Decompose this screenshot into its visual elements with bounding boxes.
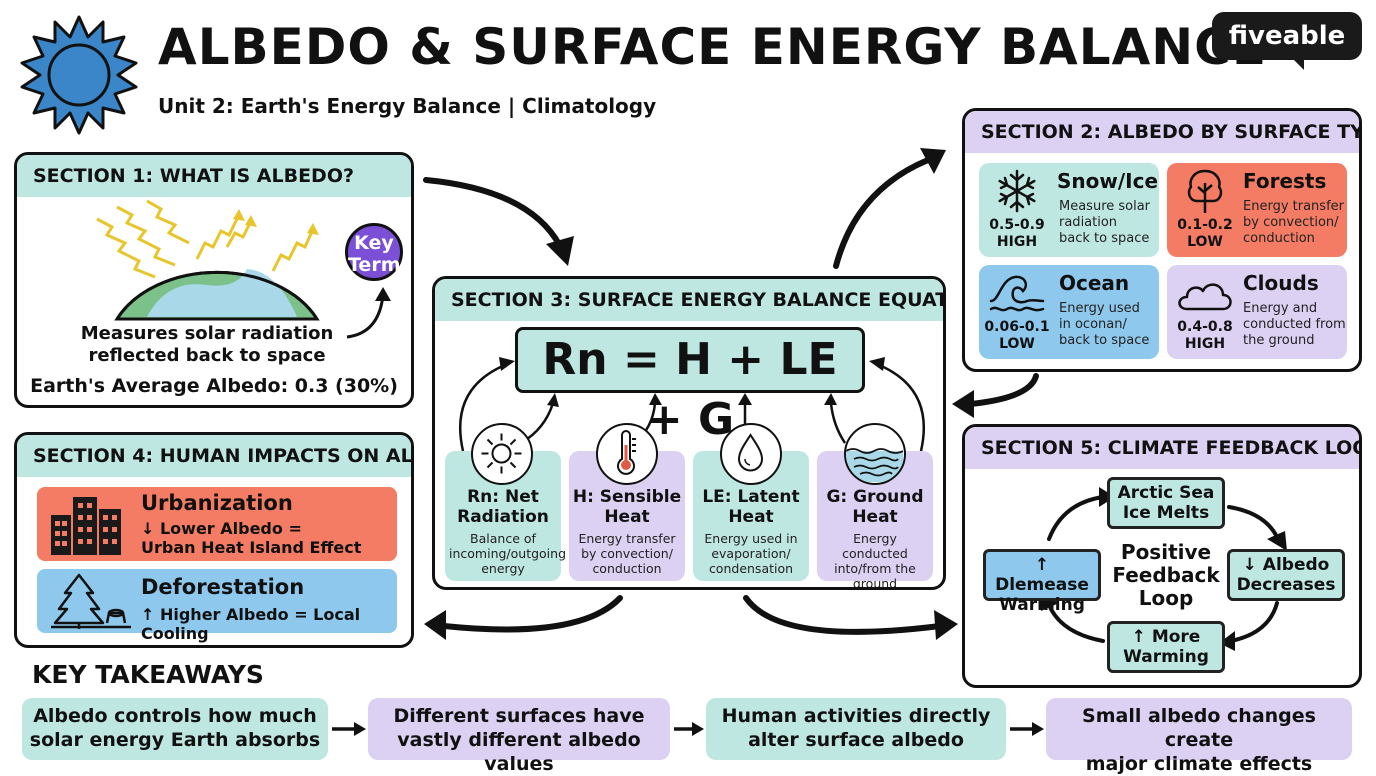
feedback-cycle-arrows-icon: [1041, 487, 1287, 651]
component-title-le: LE: Latent Heat: [702, 487, 800, 527]
impact-desc-deforestation: ↑ Higher Albedo = Local Cooling: [141, 605, 361, 643]
city-buildings-icon: [51, 497, 121, 555]
tile-desc-forests: Energy transfer by convection/ conductio…: [1243, 199, 1344, 246]
range-snow-ice: 0.5-0.9 HIGH: [989, 217, 1045, 250]
thermometer-icon: [596, 423, 658, 485]
component-title-rn: Rn: Net Radiation: [457, 487, 549, 527]
takeaway-1: Albedo controls how much solar energy Ea…: [22, 698, 328, 760]
range-forests: 0.1-0.2 LOW: [1177, 217, 1233, 250]
component-sensible-heat: H: Sensible Heat Energy transfer by conv…: [569, 451, 685, 581]
component-desc-g: Energy conducted into/from the ground: [834, 531, 916, 590]
impact-urbanization: Urbanization ↓ Lower Albedo = Urban Heat…: [37, 487, 397, 561]
tile-desc-clouds: Energy and conducted from the ground: [1243, 301, 1346, 348]
feedback-node-increase-warming: ↑ Dlemease Warming: [983, 549, 1101, 615]
section4-title: SECTION 4: HUMAN IMPACTS ON ALBEDO: [17, 435, 411, 477]
cloud-icon: [1178, 283, 1232, 311]
section5-card: SECTION 5: CLIMATE FEEDBACK LOOPS Arctic…: [962, 424, 1362, 688]
earth-average-albedo: Earth's Average Albedo: 0.3 (30%): [30, 375, 398, 397]
impact-desc-urbanization: ↓ Lower Albedo = Urban Heat Island Effec…: [141, 519, 362, 557]
component-desc-le: Energy used in evaporation/ condensation: [704, 531, 798, 576]
surface-tile-ocean: 0.06-0.1 LOW Ocean Energy used in oconan…: [979, 265, 1159, 359]
tile-desc-snow-ice: Measure solar radiation back to space: [1059, 199, 1151, 246]
section1-title: SECTION 1: WHAT IS ALBEDO?: [17, 155, 411, 197]
feedback-node-ice-melts: Arctic Sea Ice Melts: [1107, 477, 1225, 529]
component-desc-rn: Balance of incoming/outgoing energy: [449, 531, 567, 576]
albedo-definition: Measures solar radiation reflected back …: [80, 323, 334, 366]
page-title: ALBEDO & SURFACE ENERGY BALANCE: [158, 18, 1268, 76]
surface-tile-forests: 0.1-0.2 LOW Forests Energy transfer by c…: [1167, 163, 1347, 257]
fiveable-logo[interactable]: fiveable: [1212, 12, 1362, 60]
energy-balance-equation: Rn = H + LE + G: [515, 327, 865, 445]
surface-tile-snow-ice: 0.5-0.9 HIGH Snow/Ice Measure solar radi…: [979, 163, 1159, 257]
logo-tail-shape: [1290, 56, 1304, 70]
page-subtitle: Unit 2: Earth's Energy Balance | Climato…: [158, 94, 657, 118]
section4-card: SECTION 4: HUMAN IMPACTS ON ALBEDO Urban…: [14, 432, 414, 648]
range-clouds: 0.4-0.8 HIGH: [1177, 319, 1233, 352]
impact-deforestation: Deforestation ↑ Higher Albedo = Local Co…: [37, 569, 397, 643]
takeaway-4: Small albedo changes create major climat…: [1046, 698, 1352, 775]
section3-title: SECTION 3: SURFACE ENERGY BALANCE EQUATI…: [435, 279, 943, 321]
tile-title-clouds: Clouds: [1243, 271, 1319, 295]
section2-card: SECTION 2: ALBEDO BY SURFACE TYPE 0.5-0.…: [962, 108, 1362, 372]
surface-tile-clouds: 0.4-0.8 HIGH Clouds Energy and conducted…: [1167, 265, 1347, 359]
section3-card: SECTION 3: SURFACE ENERGY BALANCE EQUATI…: [432, 276, 946, 590]
ground-water-icon: [844, 423, 906, 485]
component-title-g: G: Ground Heat: [826, 487, 924, 527]
key-term-badge: Key Term: [345, 223, 403, 281]
snowflake-icon: [998, 169, 1036, 213]
tree-icon: [1187, 169, 1223, 213]
wave-icon: [989, 275, 1045, 312]
sun-logo-icon: [20, 15, 138, 135]
tile-title-ocean: Ocean: [1059, 271, 1130, 295]
badge-arrow-icon: [346, 287, 391, 339]
component-desc-h: Energy transfer by convection/ conductio…: [578, 531, 676, 576]
component-title-h: H: Sensible Heat: [572, 487, 682, 527]
section5-title: SECTION 5: CLIMATE FEEDBACK LOOPS: [965, 427, 1359, 469]
takeaways-title: KEY TAKEAWAYS: [32, 660, 264, 689]
feedback-node-albedo-decreases: ↓ Albedo Decreases: [1227, 549, 1345, 601]
sun-icon: [471, 423, 533, 485]
takeaway-2: Different surfaces have vastly different…: [368, 698, 670, 775]
impact-title-deforestation: Deforestation: [141, 575, 305, 599]
impact-title-urbanization: Urbanization: [141, 491, 293, 515]
takeaway-3: Human activities directly alter surface …: [706, 698, 1006, 760]
feedback-center-label: Positive Feedback Loop: [1112, 540, 1220, 610]
tile-desc-ocean: Energy used in oconan/ back to space: [1059, 301, 1150, 348]
feedback-node-more-warming: ↑ More Warming: [1107, 621, 1225, 673]
range-ocean: 0.06-0.1 LOW: [984, 319, 1050, 352]
earth-reflection-icon: [96, 199, 320, 321]
component-latent-heat: LE: Latent Heat Energy used in evaporati…: [693, 451, 809, 581]
tree-stump-icon: [51, 573, 131, 629]
droplet-icon: [720, 423, 782, 485]
takeaway-arrows-icon: [332, 722, 1044, 736]
section2-title: SECTION 2: ALBEDO BY SURFACE TYPE: [965, 111, 1359, 153]
section1-card: SECTION 1: WHAT IS ALBEDO? Key Term Meas…: [14, 152, 414, 408]
tile-title-snow-ice: Snow/Ice: [1057, 169, 1159, 193]
tile-title-forests: Forests: [1243, 169, 1327, 193]
